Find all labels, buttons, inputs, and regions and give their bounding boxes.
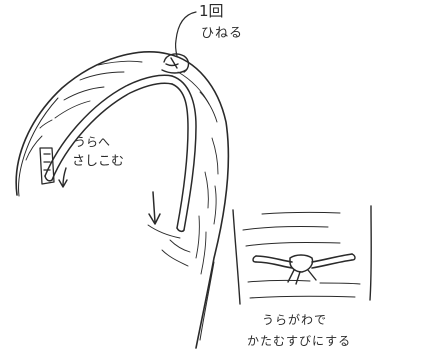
annotation-twist-once-line2: ひねる [201, 27, 243, 41]
annotation-tuck-in-line2: さしこむ [72, 155, 124, 169]
twist-leader-line [176, 12, 196, 56]
hood-outline [16, 52, 228, 348]
down-arrow [149, 192, 160, 224]
annotation-twist-once-line1: 1回 [199, 4, 224, 20]
annotation-back-knot-line1: うらがわで [262, 314, 327, 327]
tuck-arrow [59, 168, 67, 187]
inset-panel [233, 206, 371, 304]
annotation-back-knot-line2: かたむすびにする [247, 335, 351, 348]
annotation-tuck-in-line1: うらへ [74, 136, 110, 149]
